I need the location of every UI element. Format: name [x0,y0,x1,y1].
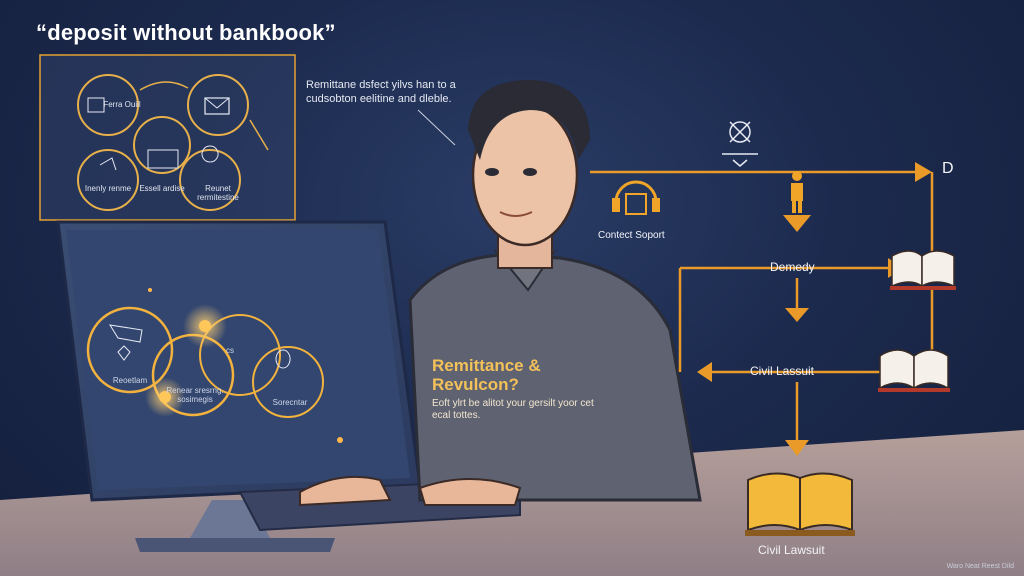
diagram-node-label: Inenly renme [84,184,132,193]
flowchart [590,162,934,456]
overlay-body: Eoft ylrt be alitot your gersilt yoor ce… [432,398,594,421]
overlay-title: Remittance & Revulcon? [432,356,541,394]
remedy-label: Demedy [770,260,815,274]
civil-lawsuit-label: Civil Lawsuit [758,543,825,557]
screen-label: Reoetlam [112,376,148,385]
diagram-node-label: Essell ardise [139,184,185,193]
civil-lawsuit-label: Civil Lassuit [750,364,815,378]
screen-label: Renear sresrng. sosimegis [166,386,224,404]
process-diagram-panel [39,54,296,221]
book-icon [878,349,950,392]
headline: “deposit without bankbook” [36,20,336,45]
contact-support-label: Contect Soport [598,230,665,241]
diagram-node-label: Ferra Ouill [103,100,141,109]
book-icon [890,250,956,290]
screen-label: Sorecntar [272,398,308,407]
headset-icon [612,180,660,215]
corner-caption: Waro Neat Reest Dild [946,563,1014,570]
screen-label: cs [226,346,234,355]
annotation-note: Remittane dsfect yilvs han to a cudsobto… [306,79,456,105]
open-book-icon [745,472,855,536]
diagram-node-label: Reunet rermitestine [197,184,239,202]
person-icon [791,171,803,213]
scale-icon [722,121,758,167]
end-mark: D [942,160,954,177]
person-figure [299,80,702,507]
computer-monitor [56,220,422,552]
